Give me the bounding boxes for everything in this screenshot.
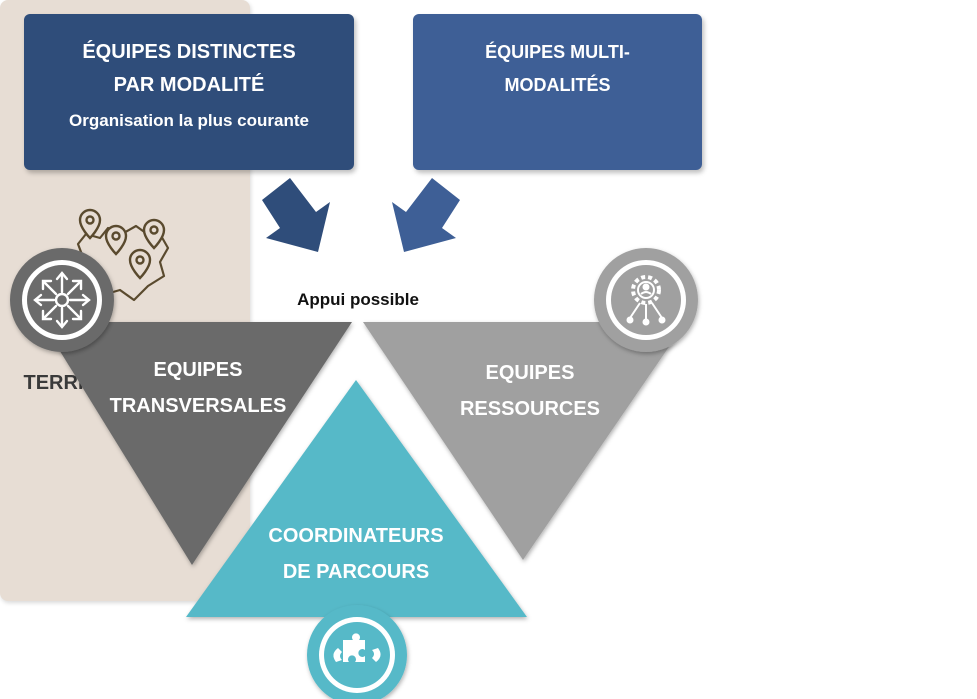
resources-teams-triangle — [363, 322, 686, 560]
distinct-teams-title-2: PAR MODALITÉ — [113, 74, 265, 96]
support-possible-label: Appui possible — [297, 290, 419, 309]
arrow-down-left-icon — [392, 178, 460, 252]
gear-person-network-icon — [626, 275, 666, 326]
multi-modal-title-1: ÉQUIPES MULTI- — [485, 42, 630, 62]
transversal-icon-badge — [10, 248, 114, 352]
puzzle-hands-icon — [333, 633, 381, 662]
multi-modal-title-2: MODALITÉS — [504, 75, 611, 95]
coordinators-triangle — [186, 380, 527, 617]
multi-modal-teams-box: ÉQUIPES MULTI- MODALITÉS — [413, 14, 702, 170]
resources-title-2: RESSOURCES — [459, 398, 601, 420]
arrows-outward-person-icon — [33, 271, 91, 329]
transversal-teams-triangle — [42, 322, 352, 565]
distinct-teams-box: ÉQUIPES DISTINCTES PAR MODALITÉ Organisa… — [24, 14, 354, 170]
coordinators-label: COORDINATEURS DE PARCOURS — [236, 518, 476, 590]
distinct-teams-subtitle: Organisation la plus courante — [69, 111, 309, 130]
resources-title-1: EQUIPES — [485, 362, 575, 384]
transversal-teams-label: EQUIPES TRANSVERSALES — [78, 352, 318, 424]
coordinators-title-1: COORDINATEURS — [268, 525, 444, 547]
transversal-title-1: EQUIPES — [153, 359, 243, 381]
transversal-title-2: TRANSVERSALES — [109, 395, 287, 417]
distinct-teams-title-1: ÉQUIPES DISTINCTES — [82, 41, 296, 63]
resources-icon-badge — [594, 248, 698, 352]
resources-teams-label: EQUIPES RESSOURCES — [418, 355, 642, 427]
arrow-down-right-icon — [262, 178, 330, 252]
coordinators-title-2: DE PARCOURS — [282, 561, 430, 583]
